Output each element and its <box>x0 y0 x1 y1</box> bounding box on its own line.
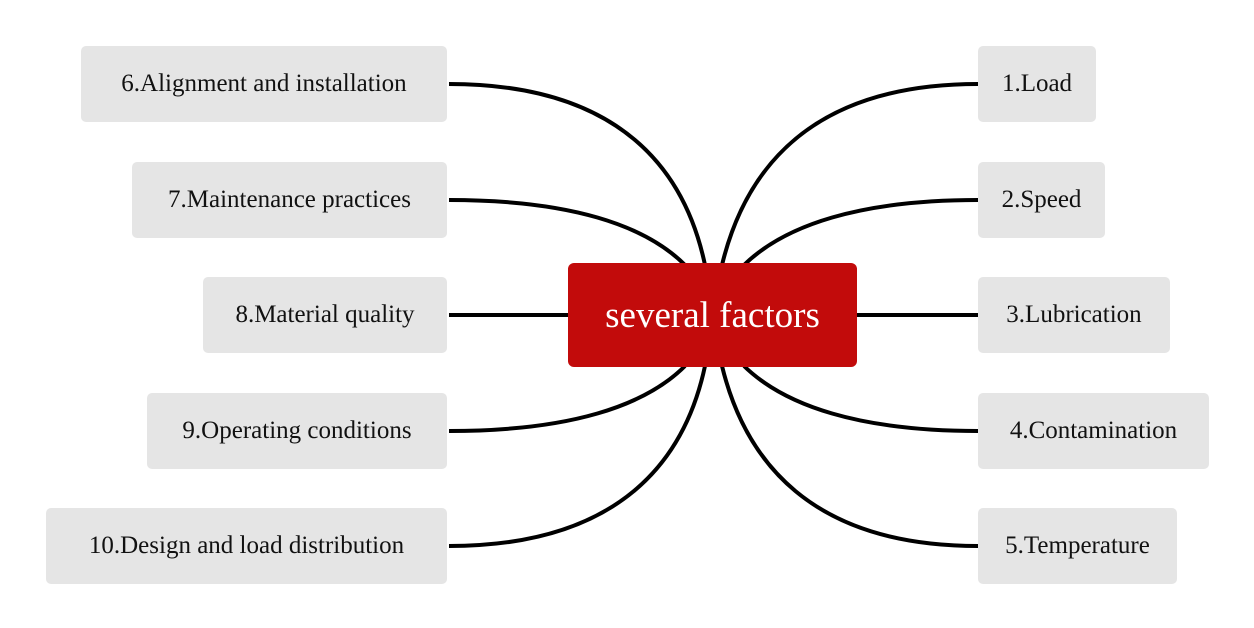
factor-node[interactable]: 1.Load <box>978 46 1096 122</box>
connector <box>448 82 707 266</box>
factor-node[interactable]: 3.Lubrication <box>978 277 1170 353</box>
factor-node[interactable]: 9.Operating conditions <box>147 393 447 469</box>
central-topic[interactable]: several factors <box>568 263 857 367</box>
factor-node[interactable]: 5.Temperature <box>978 508 1177 584</box>
factor-node[interactable]: 10.Design and load distribution <box>46 508 447 584</box>
connector <box>742 364 979 433</box>
factor-node[interactable]: 8.Material quality <box>203 277 447 353</box>
connector <box>742 198 979 267</box>
connector <box>720 365 979 548</box>
connector <box>448 198 687 267</box>
connector <box>720 82 979 266</box>
factor-node[interactable]: 7.Maintenance practices <box>132 162 447 238</box>
connector <box>448 364 687 433</box>
connector <box>448 365 707 548</box>
factor-node[interactable]: 6.Alignment and installation <box>81 46 447 122</box>
factor-node[interactable]: 4.Contamination <box>978 393 1209 469</box>
factor-node[interactable]: 2.Speed <box>978 162 1105 238</box>
